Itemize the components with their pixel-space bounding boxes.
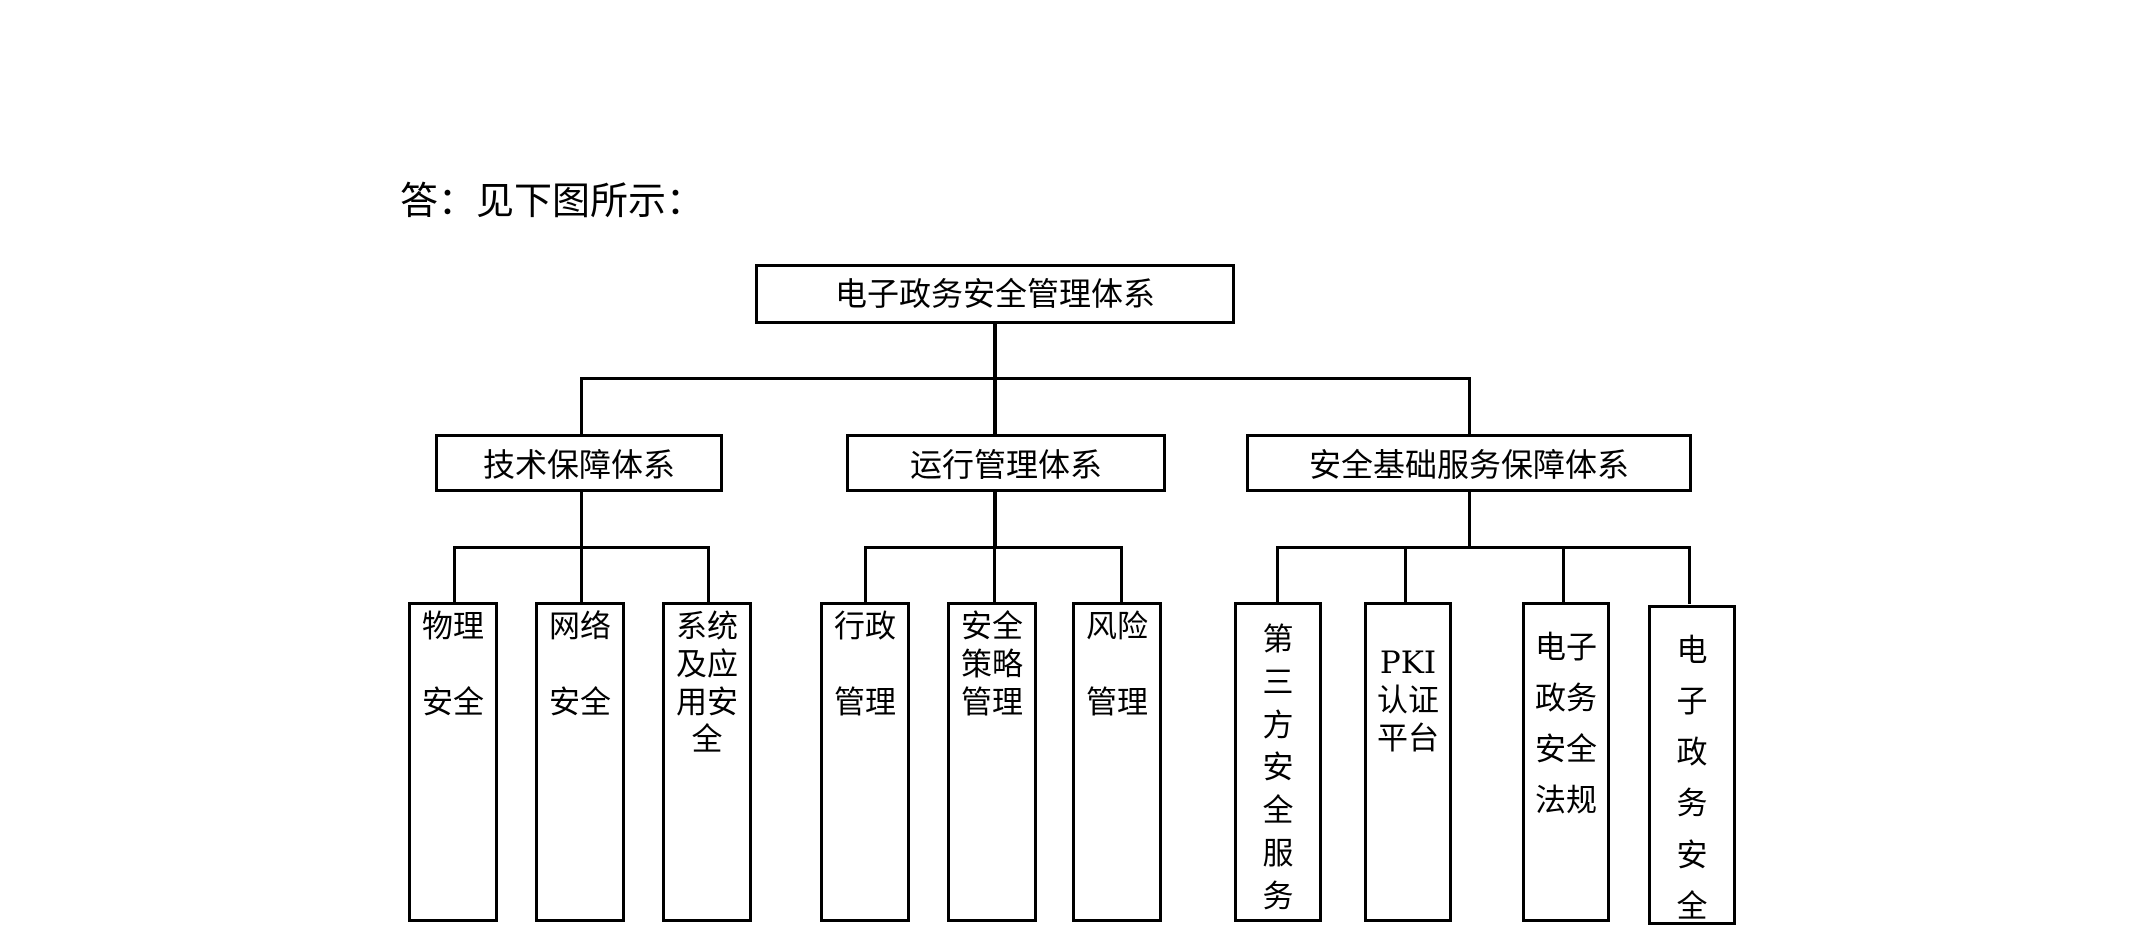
leaf-label: 电子 政务 安全 法规 — [1535, 630, 1597, 820]
connector-line — [1562, 546, 1565, 604]
connector-line — [707, 546, 710, 604]
connector-line — [580, 377, 1471, 380]
leaf-label: 网络 安全 — [549, 609, 611, 721]
leaf-node: 安全 策略 管理 — [947, 602, 1037, 922]
branch-node: 安全基础服务保障体系 — [1246, 434, 1692, 492]
connector-line — [580, 546, 583, 604]
root-node: 电子政务安全管理体系 — [755, 264, 1235, 324]
connector-line — [1468, 492, 1471, 549]
connector-line — [993, 492, 997, 549]
leaf-label: 电 子 政 务 安 全 — [1676, 633, 1708, 925]
leaf-label: 行政 管理 — [834, 609, 896, 721]
leaf-label: 风险 管理 — [1086, 609, 1148, 721]
leaf-node: 风险 管理 — [1072, 602, 1162, 922]
leaf-label: 第 三 方 安 全 服 务 — [1262, 622, 1294, 915]
connector-line — [580, 377, 583, 434]
leaf-node: PKI 认证 平台 — [1364, 602, 1452, 922]
connector-line — [1276, 546, 1279, 604]
leaf-node: 第 三 方 安 全 服 务 — [1234, 602, 1322, 922]
leaf-label: 物理 安全 — [422, 609, 484, 721]
leaf-label: 安全 策略 管理 — [961, 609, 1023, 721]
leaf-node: 电子 政务 安全 法规 — [1522, 602, 1610, 922]
connector-line — [1468, 377, 1471, 434]
connector-line — [1404, 546, 1407, 604]
leaf-node: 系统 及应 用安 全 — [662, 602, 752, 922]
leaf-node: 网络 安全 — [535, 602, 625, 922]
connector-line — [864, 546, 867, 604]
leaf-node: 行政 管理 — [820, 602, 910, 922]
connector-line — [1688, 546, 1691, 604]
connector-line — [993, 546, 996, 604]
branch-node: 运行管理体系 — [846, 434, 1166, 492]
answer-text: 答：见下图所示： — [400, 179, 705, 223]
leaf-label: 系统 及应 用安 全 — [676, 609, 738, 759]
connector-line — [580, 492, 583, 549]
leaf-node: 物理 安全 — [408, 602, 498, 922]
connector-line — [1120, 546, 1123, 604]
branch-node: 技术保障体系 — [435, 434, 723, 492]
leaf-label: PKI 认证 平台 — [1377, 645, 1439, 757]
connector-line — [1276, 546, 1691, 549]
leaf-node: 电 子 政 务 安 全 — [1648, 605, 1736, 925]
connector-line — [453, 546, 456, 604]
